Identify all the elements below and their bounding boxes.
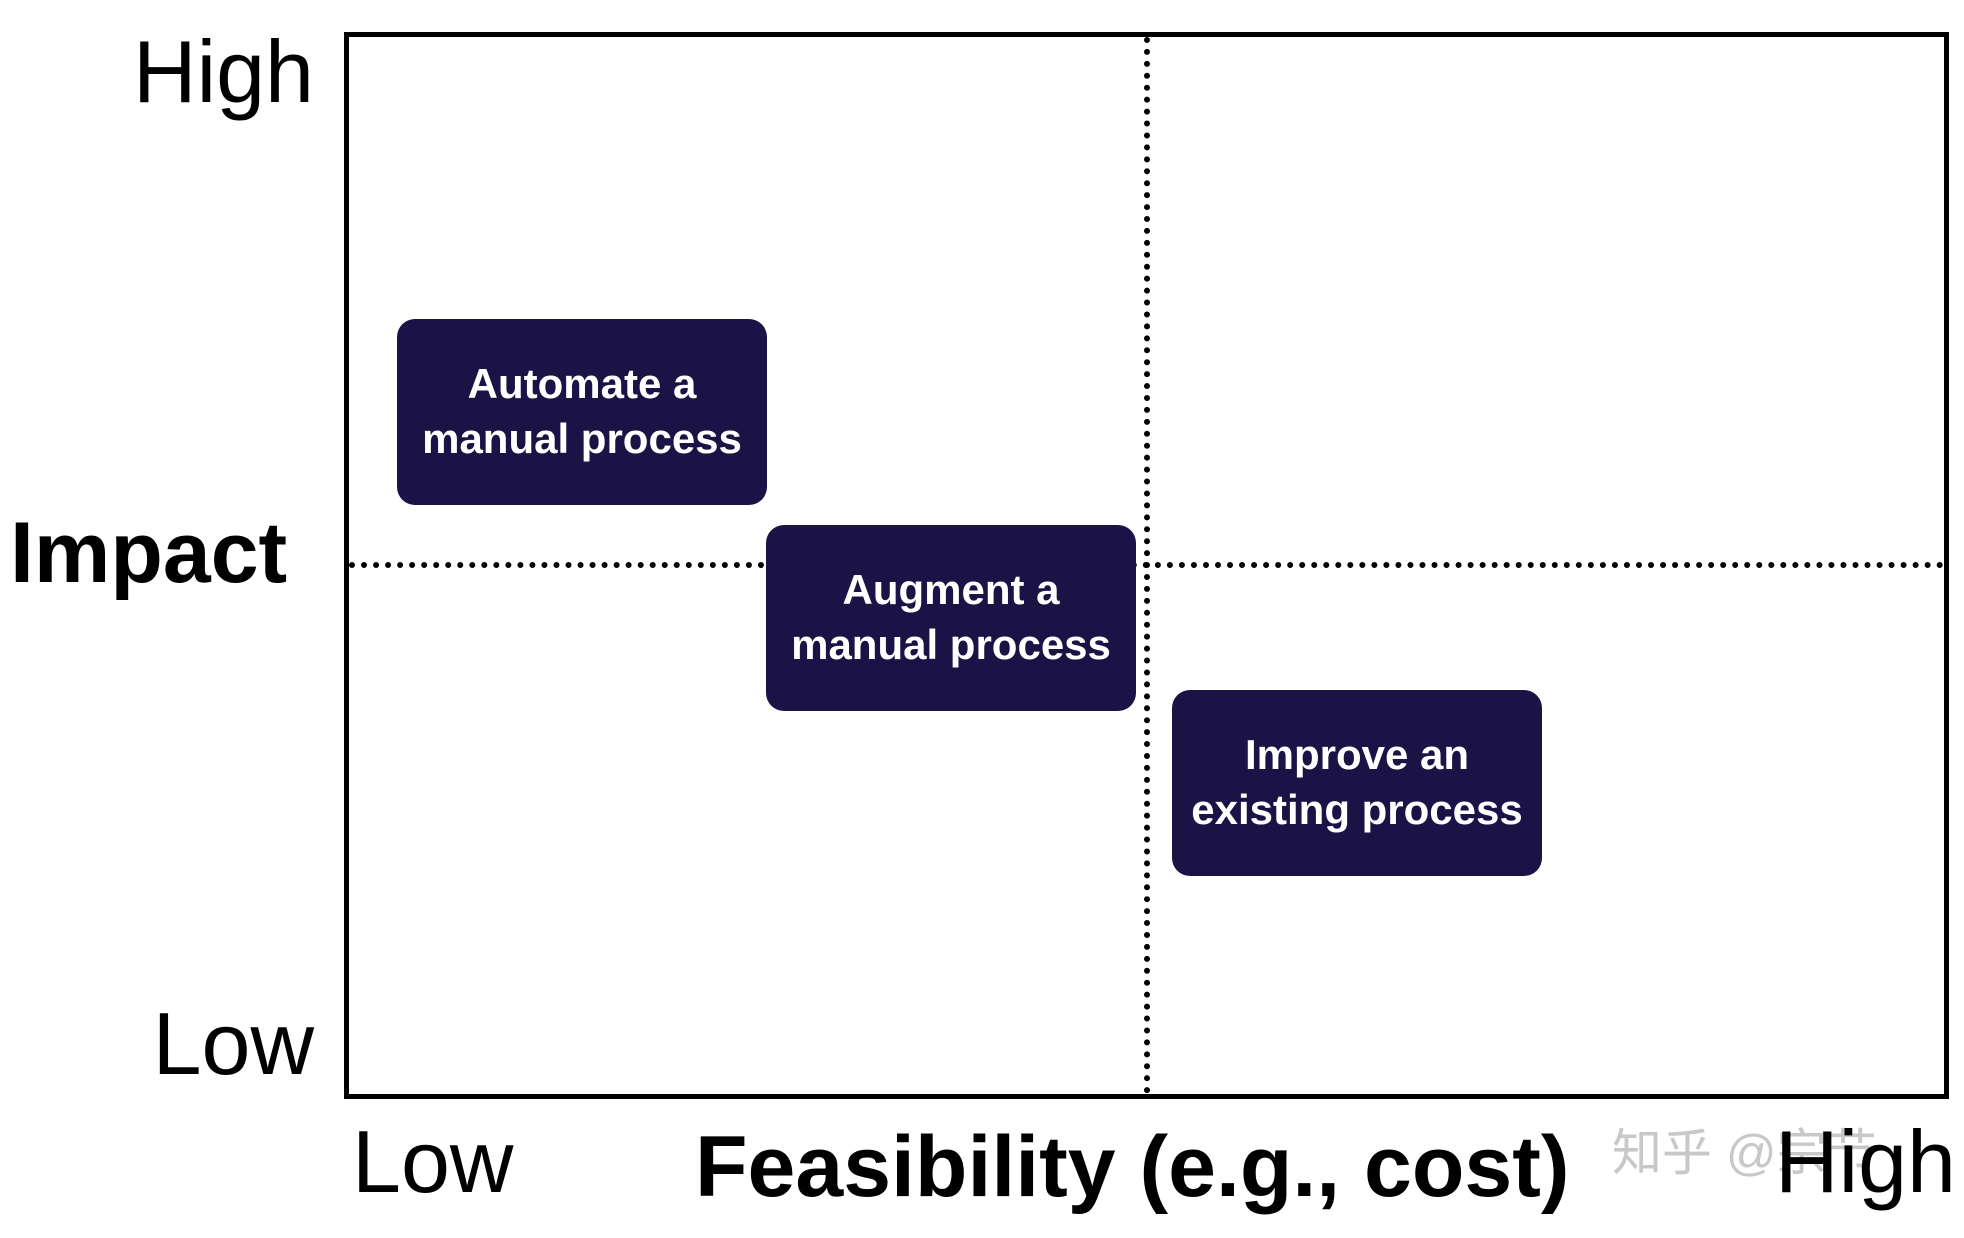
watermark: 知乎 @宗节 [1612,1125,1877,1181]
y-axis-low-label: Low [152,994,314,1093]
x-axis-low-label: Low [352,1112,514,1211]
horizontal-midline [349,562,1944,568]
y-axis-high-label: High [133,22,314,121]
x-axis-title: Feasibility (e.g., cost) [695,1119,1570,1215]
quadrant-frame [344,32,1949,1099]
x-axis-high-label: High [1775,1112,1956,1211]
y-axis-title: Impact [10,505,288,601]
